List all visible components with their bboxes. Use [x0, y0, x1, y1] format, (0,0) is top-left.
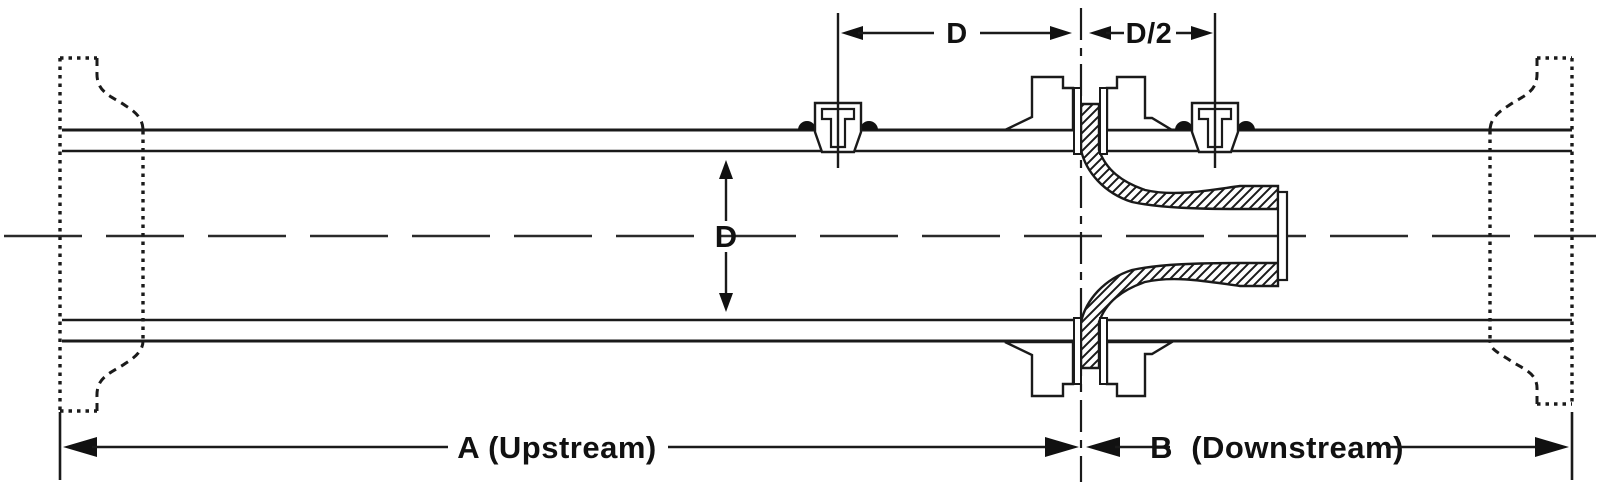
upstream-flange-bottom-curve [95, 340, 145, 411]
gasket-bottom-right [1099, 317, 1108, 385]
downstream-pressure-tap [1175, 13, 1255, 168]
arrow-up-icon [719, 160, 733, 179]
weld-fillet [860, 121, 878, 130]
pipe-walls [62, 128, 1572, 343]
downstream-flange-bottom-curve [1488, 340, 1539, 404]
arrow-right-icon [1535, 437, 1569, 457]
weld-fillet [1175, 121, 1193, 130]
arrow-right-icon [1191, 26, 1213, 40]
arrow-right-icon [1045, 437, 1079, 457]
straight-run-dimensions: A (Upstream) B (Downstream) [58, 412, 1574, 480]
arrow-down-icon [719, 293, 733, 312]
upstream-pressure-tap [798, 13, 878, 168]
bore-diameter-dimension: D [715, 160, 737, 312]
pressure-taps [798, 13, 1255, 168]
tap-spacing-dimensions: D D/2 [841, 18, 1213, 50]
nozzle-joint-flanges [1004, 75, 1177, 398]
arrow-left-icon [63, 437, 97, 457]
arrow-right-icon [1050, 26, 1072, 40]
nozzle-throat-exit-ring [1276, 190, 1289, 282]
flow-nozzle [1079, 102, 1289, 370]
bore-diameter-label: D [715, 219, 737, 254]
arrow-left-icon [841, 26, 863, 40]
upstream-flange-top-curve [95, 58, 145, 132]
arrow-left-icon [1086, 437, 1120, 457]
joint-flange-top-left [1004, 75, 1075, 132]
gasket-bottom-left [1073, 317, 1082, 385]
downstream-end-flange [1488, 56, 1574, 406]
upstream-end-flange [58, 56, 145, 413]
arrow-left-icon [1089, 26, 1111, 40]
dim-a-label: A (Upstream) [457, 430, 657, 465]
gasket-top-left [1073, 87, 1082, 155]
weld-fillet [1237, 121, 1255, 130]
joint-flange-bottom-left [1004, 340, 1075, 398]
gaskets [1073, 87, 1108, 385]
dim-dhalf-label: D/2 [1126, 18, 1173, 50]
dim-b-label: B (Downstream) [1150, 430, 1404, 465]
joint-flange-top-right [1105, 75, 1177, 132]
weld-fillet [798, 121, 816, 130]
downstream-flange-top-curve [1488, 58, 1539, 132]
gasket-top-right [1099, 87, 1108, 155]
dim-d-label: D [946, 18, 967, 50]
joint-flange-bottom-right [1105, 340, 1177, 398]
